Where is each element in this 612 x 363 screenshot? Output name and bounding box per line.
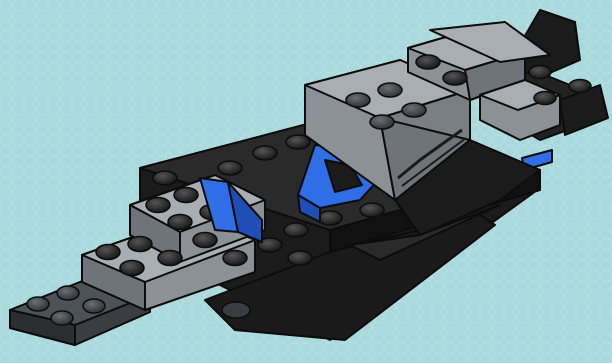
- wheel-nub: [222, 302, 250, 318]
